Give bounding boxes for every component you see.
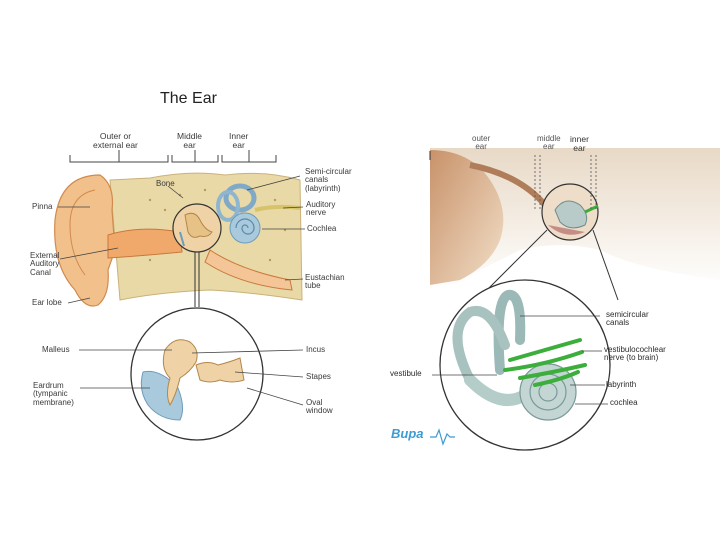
label-semicircular: Semi-circular canals (labyrinth): [305, 167, 352, 193]
label-bone: Bone: [156, 179, 175, 188]
label-right-vestibulocochlear: vestibulocochlear nerve (to brain): [604, 345, 666, 363]
section-dividers: [534, 155, 597, 210]
label-incus: Incus: [306, 345, 326, 354]
label-right-labyrinth: labyrinth: [606, 380, 637, 389]
ear-canal-shape: [107, 228, 183, 259]
vestibulocochlear-nerve-shape: [503, 338, 587, 387]
left-leader-lines: [58, 175, 305, 406]
bupa-logo: Bupa: [391, 426, 424, 441]
inner-ear-shape: [216, 183, 261, 244]
label-auditory-nerve: Auditory nerve: [306, 200, 336, 218]
pinna-fold: [69, 189, 96, 276]
bupa-logo-wave: [430, 428, 455, 446]
stapes-large: [195, 357, 245, 383]
label-eustachian: Eustachian tube: [305, 273, 345, 291]
label-outer-ear: Outer or external ear: [93, 131, 138, 150]
outer-ear-skin: [430, 150, 504, 285]
label-right-cochlea: cochlea: [610, 398, 638, 407]
malleus-incus-large: [162, 339, 198, 407]
label-oval-window: Oval window: [306, 398, 333, 416]
inner-ear-small: [554, 200, 588, 229]
label-inner-ear: Inner ear: [229, 131, 249, 150]
label-eardrum: Eardrum (tympanic membrane): [33, 381, 74, 407]
label-pinna: Pinna: [32, 202, 53, 211]
label-right-inner-ear: inner ear: [570, 134, 589, 153]
eustachian-tube-shape: [204, 249, 293, 291]
label-right-middle-ear: middle ear: [537, 134, 561, 152]
small-red: [548, 225, 585, 235]
eardrum-small: [179, 231, 185, 247]
label-right-vestibule: vestibule: [390, 369, 422, 378]
zoom-connector-b: [592, 229, 619, 301]
label-stapes: Stapes: [306, 372, 331, 381]
diagram-title: The Ear: [160, 90, 217, 107]
label-ear-lobe: Ear lobe: [32, 298, 62, 307]
section-brackets: [69, 150, 277, 163]
ossicles-small: [184, 212, 213, 238]
label-malleus: Malleus: [42, 345, 70, 354]
label-middle-ear: Middle ear: [177, 131, 203, 150]
label-right-semicircular: semicircular canals: [606, 310, 649, 328]
right-leader-lines: [432, 315, 608, 405]
pinna-shape: [54, 174, 116, 307]
label-cochlea: Cochlea: [307, 224, 337, 233]
label-right-outer-ear: outer ear: [472, 134, 491, 152]
label-external-canal: External Auditory Canal: [30, 251, 60, 277]
